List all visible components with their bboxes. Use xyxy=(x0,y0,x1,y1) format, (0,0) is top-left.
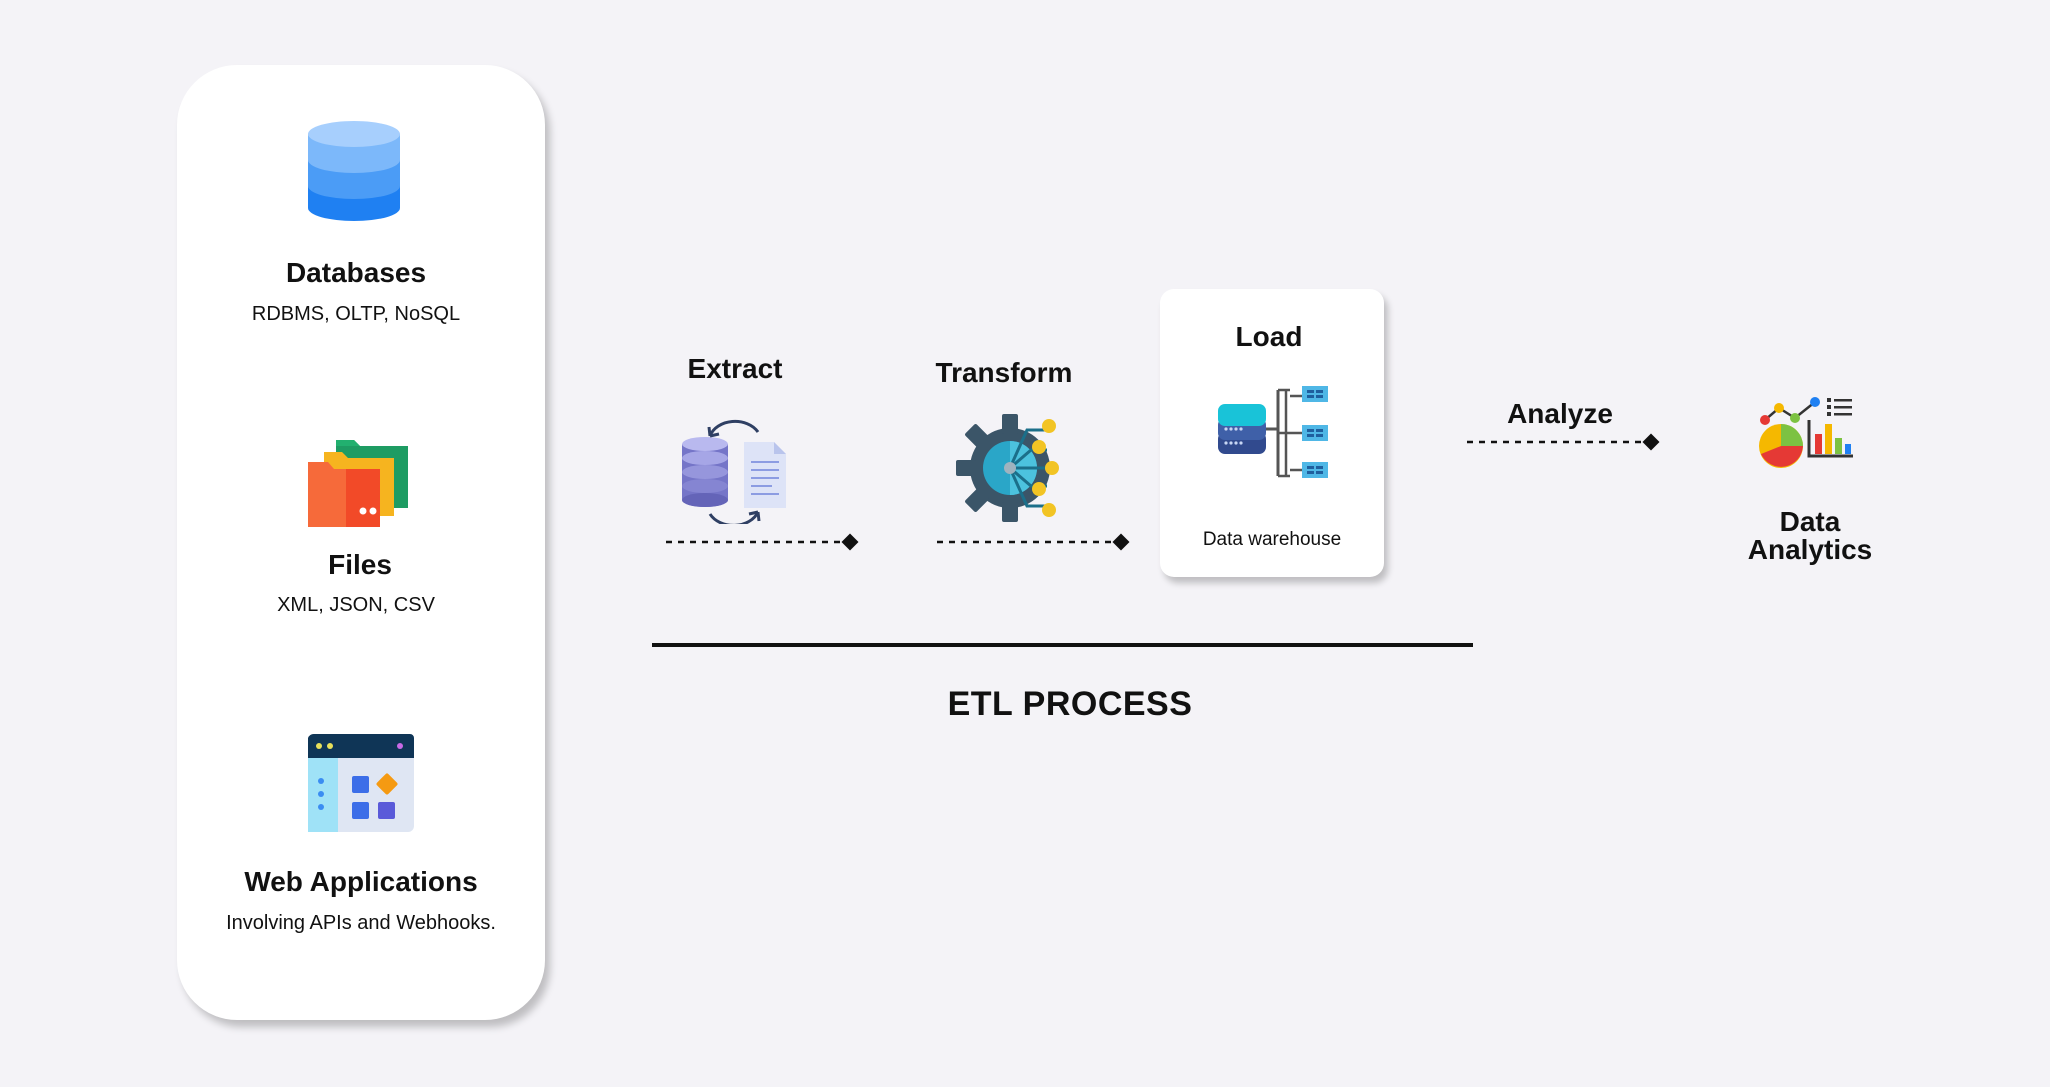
database-icon xyxy=(306,114,402,226)
stage-title-analyze: Analyze xyxy=(1507,398,1613,429)
etl-process-line xyxy=(652,643,1473,647)
destination-title-line2: Analytics xyxy=(1747,534,1873,565)
load-card xyxy=(1160,289,1384,577)
data-warehouse-icon xyxy=(1216,384,1330,482)
transform-connector xyxy=(935,531,1135,553)
analytics-icon xyxy=(1757,394,1857,474)
source-subtitle-files: XML, JSON, CSV xyxy=(277,594,435,616)
load-subtitle: Data warehouse xyxy=(1202,529,1342,550)
analyze-connector xyxy=(1465,431,1665,453)
source-title-databases: Databases xyxy=(285,257,427,288)
source-subtitle-web-applications: Involving APIs and Webhooks. xyxy=(226,912,496,934)
destination-title-line1: Data xyxy=(1779,506,1841,537)
destination-title: Data Analytics xyxy=(1700,508,1920,564)
web-app-icon xyxy=(306,732,416,834)
sources-card xyxy=(177,65,545,1020)
folders-icon xyxy=(306,432,418,528)
source-title-web-applications: Web Applications xyxy=(244,866,478,897)
source-subtitle-databases: RDBMS, OLTP, NoSQL xyxy=(251,303,461,325)
stage-title-transform: Transform xyxy=(935,357,1073,388)
stage-title-extract: Extract xyxy=(687,353,783,384)
extract-connector xyxy=(664,531,864,553)
stage-title-load: Load xyxy=(1235,321,1303,352)
source-title-files: Files xyxy=(328,549,392,580)
transform-gear-icon xyxy=(955,412,1065,524)
extract-icon xyxy=(680,414,790,524)
etl-process-label: ETL PROCESS xyxy=(947,685,1193,723)
